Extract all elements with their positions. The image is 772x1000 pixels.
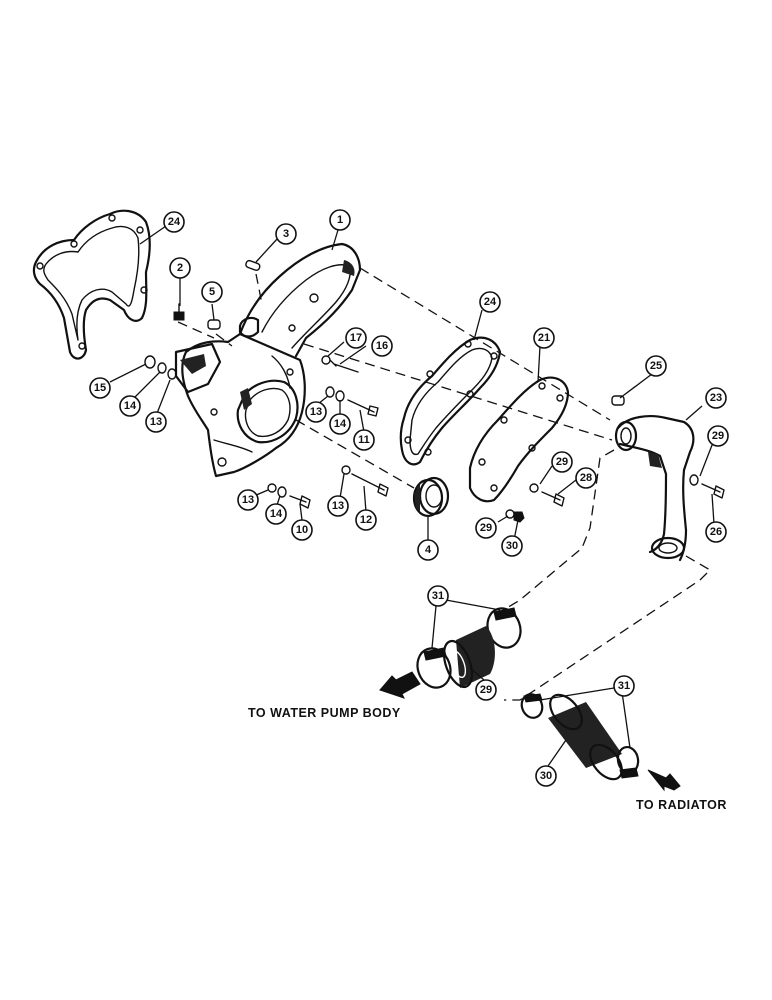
callout-5: 5: [201, 281, 223, 303]
svg-text:24: 24: [484, 296, 497, 308]
callout-9: 24: [163, 211, 185, 233]
part-23-gasket: [399, 336, 502, 466]
alignment-lines: [177, 267, 712, 701]
svg-text:3: 3: [283, 228, 289, 240]
callout-13c: 13: [237, 489, 259, 511]
part-4-oil-seal: [412, 476, 450, 518]
water-pump-arrow-icon: [379, 671, 421, 699]
svg-text:12: 12: [360, 514, 372, 526]
leader-lines: [109, 225, 715, 767]
svg-text:26: 26: [710, 526, 722, 538]
callout-29: 29: [475, 679, 497, 701]
svg-text:31: 31: [618, 680, 630, 692]
svg-text:25: 25: [650, 360, 662, 372]
svg-text:29: 29: [712, 430, 724, 442]
svg-text:28: 28: [580, 472, 592, 484]
svg-text:31: 31: [432, 590, 444, 602]
callout-13b: 13: [305, 401, 327, 423]
callout-14: 14: [119, 395, 141, 417]
svg-text:4: 4: [425, 544, 432, 556]
svg-text:14: 14: [270, 508, 283, 520]
callout-1: 1: [329, 209, 351, 231]
callout-27c: 29: [475, 517, 497, 539]
hardware-parts: [144, 259, 725, 523]
radiator-arrow-icon: [647, 769, 681, 792]
svg-text:29: 29: [480, 522, 492, 534]
callout-20: 21: [533, 327, 555, 349]
callout-26: 28: [575, 467, 597, 489]
svg-text:23: 23: [710, 392, 722, 404]
callout-17: 17: [345, 327, 367, 349]
callout-31b: 31: [613, 675, 635, 697]
callout-15: 15: [89, 377, 111, 399]
part-1-timing-cover: [174, 242, 362, 478]
part-21-outlet-pipe: [614, 415, 695, 562]
callout-25: 26: [705, 521, 727, 543]
callout-12: 12: [355, 509, 377, 531]
svg-text:29: 29: [480, 684, 492, 696]
svg-text:11: 11: [358, 434, 370, 446]
callout-13: 13: [145, 411, 167, 433]
callout-13d: 13: [327, 495, 349, 517]
direction-arrows: TO WATER PUMP BODY TO RADIATOR: [248, 671, 727, 812]
callout-2: 2: [169, 257, 191, 279]
to-water-pump-body-label: TO WATER PUMP BODY: [248, 706, 401, 720]
svg-text:16: 16: [376, 340, 388, 352]
callout-16: 16: [371, 335, 393, 357]
svg-text:13: 13: [332, 500, 344, 512]
svg-text:5: 5: [209, 286, 215, 298]
part-9-gasket: [32, 209, 151, 360]
callout-31a: 31: [427, 585, 449, 607]
svg-text:29: 29: [556, 456, 568, 468]
svg-text:13: 13: [310, 406, 322, 418]
callout-4: 4: [417, 539, 439, 561]
svg-text:13: 13: [150, 416, 162, 428]
callout-27b: 29: [551, 451, 573, 473]
svg-text:15: 15: [94, 382, 106, 394]
to-radiator-label: TO RADIATOR: [636, 798, 727, 812]
svg-text:17: 17: [350, 332, 362, 344]
svg-text:30: 30: [540, 770, 552, 782]
svg-text:24: 24: [168, 216, 181, 228]
svg-text:14: 14: [124, 400, 137, 412]
callout-23: 24: [479, 291, 501, 313]
svg-text:21: 21: [538, 332, 550, 344]
callout-27a: 29: [707, 425, 729, 447]
callout-30: 30: [535, 765, 557, 787]
hose-and-clamps: [416, 607, 640, 781]
svg-text:1: 1: [337, 214, 343, 226]
callout-14b: 14: [329, 413, 351, 435]
callout-14c: 14: [265, 503, 287, 525]
callout-28: 30: [501, 535, 523, 557]
svg-text:30: 30: [506, 540, 518, 552]
callout-3: 3: [275, 223, 297, 245]
callout-10: 10: [291, 519, 313, 541]
svg-text:10: 10: [296, 524, 308, 536]
callout-24: 25: [645, 355, 667, 377]
part-20-cover-plate: [468, 376, 570, 503]
callout-11: 11: [353, 429, 375, 451]
svg-text:2: 2: [177, 262, 183, 274]
callout-21: 23: [705, 387, 727, 409]
svg-text:13: 13: [242, 494, 254, 506]
svg-text:14: 14: [334, 418, 347, 430]
